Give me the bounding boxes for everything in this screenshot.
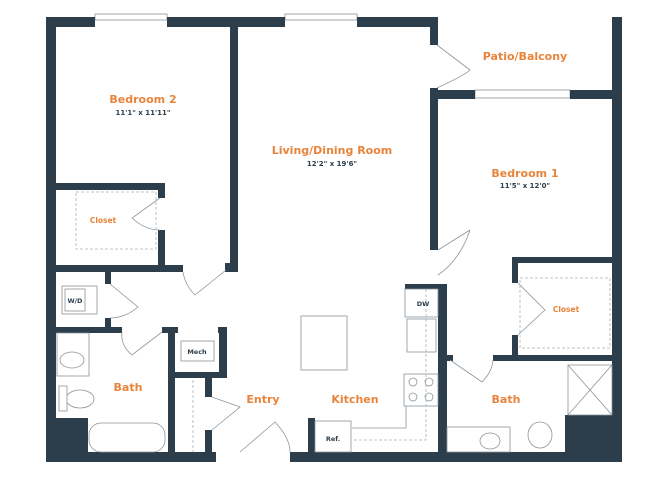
kitchen-counter: [352, 406, 407, 429]
bath2-toilet: [65, 389, 95, 409]
window-bedroom1: [474, 89, 571, 99]
bedroom1-dimensions: 11'5" x 12'0": [500, 182, 550, 190]
living-dimensions: 12'2" x 19'6": [307, 160, 357, 168]
bathtub: [88, 422, 166, 453]
kitchen-counter-edge: [352, 289, 427, 441]
entry-label: Entry: [246, 393, 279, 406]
bath1-toilet: [527, 421, 553, 449]
window-bedroom2: [94, 13, 168, 21]
bedroom2-label: Bedroom 2: [109, 93, 176, 106]
bedroom1-label: Bedroom 1: [491, 167, 558, 180]
stove: [403, 373, 439, 407]
kitchen-label: Kitchen: [331, 393, 378, 406]
bath2-label: Bath: [114, 381, 143, 394]
patio-label: Patio/Balcony: [483, 50, 567, 63]
washer-dryer-label: W/D: [68, 297, 84, 305]
bath2-toilet-tank: [58, 385, 68, 412]
bath2-sink: [59, 351, 85, 369]
living-label: Living/Dining Room: [272, 144, 393, 157]
kitchen-sink: [406, 318, 437, 353]
closet2-label: Closet: [90, 216, 117, 225]
dishwasher-label: DW: [417, 300, 430, 308]
closet1-label: Closet: [553, 305, 580, 314]
doors: [109, 44, 546, 453]
bedroom2-dimensions: 11'1" x 11'11": [115, 109, 170, 117]
walls: [46, 17, 622, 462]
refrigerator: [314, 420, 352, 453]
closet1-shelf: [519, 277, 611, 349]
stove-burners: [408, 377, 434, 402]
bath1-label: Bath: [492, 393, 521, 406]
window-living: [284, 13, 358, 21]
washer-dryer-unit: [64, 288, 86, 312]
bath1-sink: [479, 432, 501, 450]
bath1-vanity: [446, 426, 511, 453]
mech-unit: [180, 340, 215, 362]
dishwasher: [404, 288, 439, 318]
refrigerator-label: Ref.: [326, 435, 340, 443]
kitchen-island: [300, 315, 348, 371]
closet2-shelf: [75, 191, 157, 250]
shower-drain-lines: [567, 364, 613, 416]
mech-label: Mech: [187, 348, 207, 356]
